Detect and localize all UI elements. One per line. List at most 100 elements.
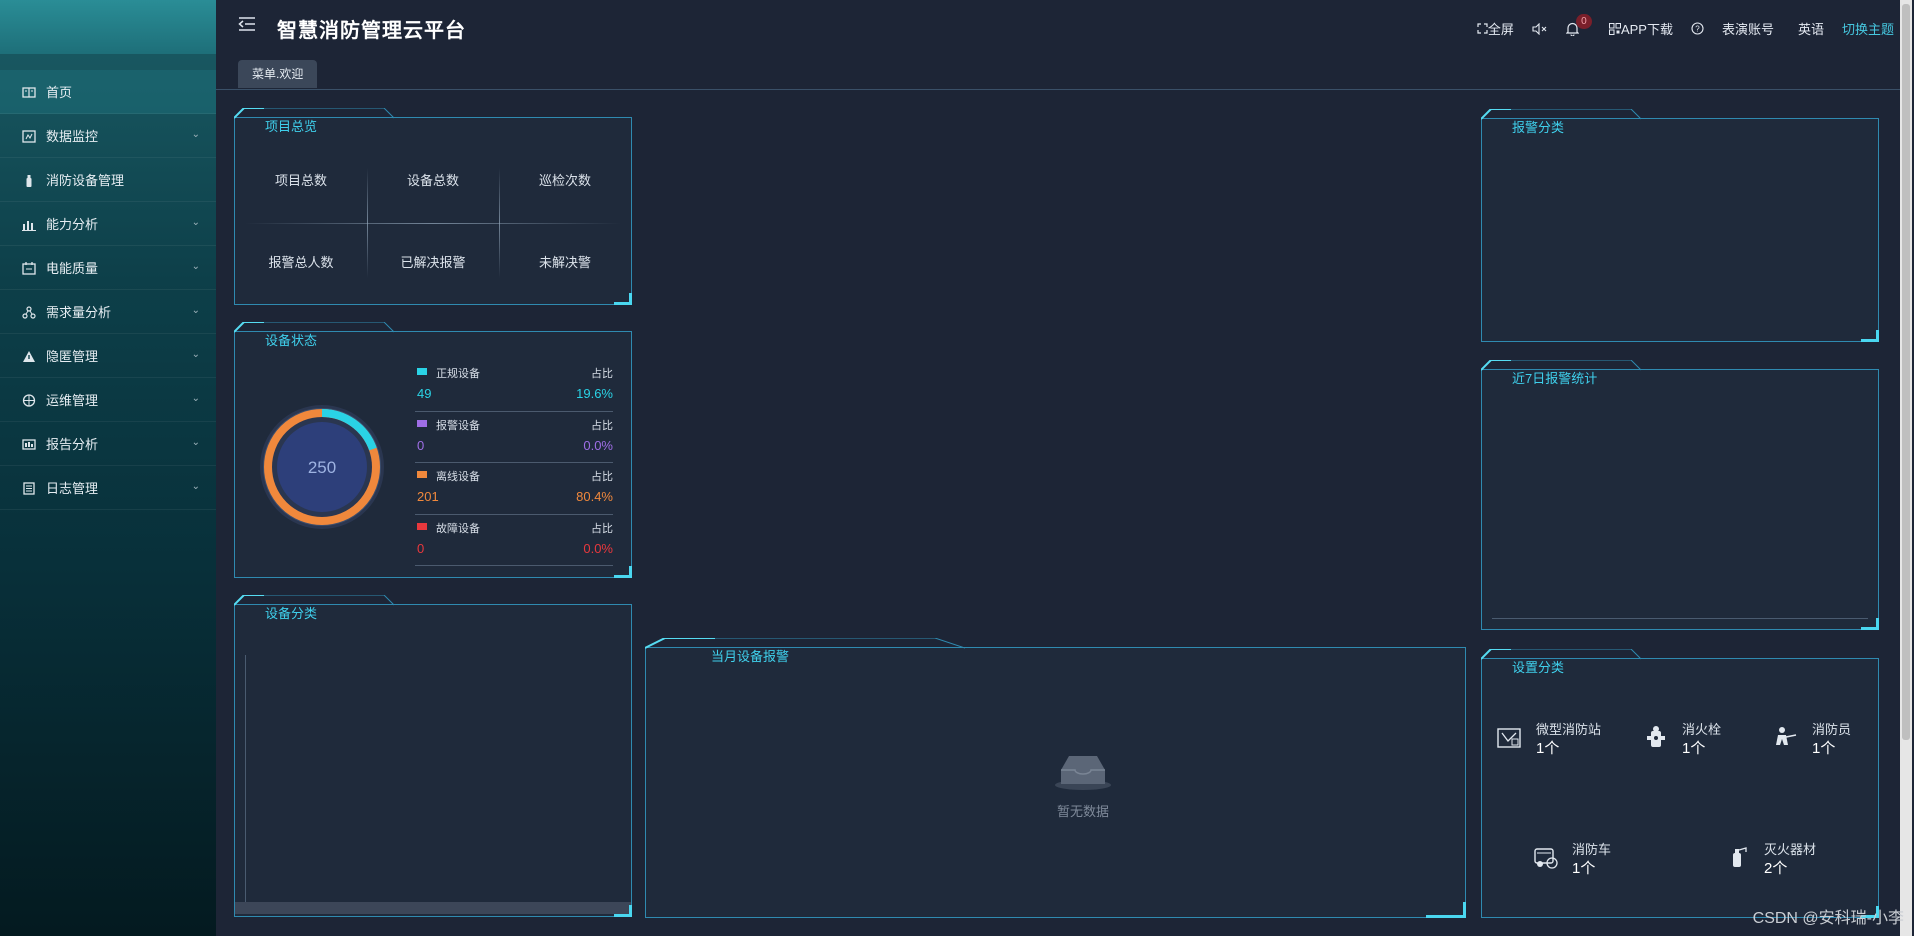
settings-item-fire-station: 微型消防站 1个 <box>1496 715 1636 765</box>
switch-theme-button[interactable]: 切换主题 <box>1841 22 1894 37</box>
chevron-down-icon: ⌄ <box>191 261 200 272</box>
settings-item-label: 消防员 <box>1812 722 1852 737</box>
empty-text: 暂无数据 <box>1056 804 1109 819</box>
sidebar-item-data-monitor[interactable]: 数据监控 ⌄ <box>0 114 216 158</box>
settings-item-label: 消火栓 <box>1682 722 1722 737</box>
device-status-percent: 0.0% <box>583 540 613 556</box>
settings-item-extinguisher: 灭火器材 2个 <box>1724 835 1864 885</box>
mute-button[interactable] <box>1532 22 1548 35</box>
device-status-name: 正规设备 <box>436 368 480 380</box>
sidebar-item-label: 数据监控 <box>46 129 99 144</box>
sidebar-item-fire-equipment[interactable]: 消防设备管理 <box>0 158 216 202</box>
help-button[interactable]: ? <box>1691 22 1704 35</box>
app-download-label: APP下载 <box>1620 22 1673 37</box>
ratio-label: 占比 <box>591 419 613 432</box>
network-icon <box>22 305 36 319</box>
settings-item-fire-truck: 消防车 1个 <box>1532 835 1672 885</box>
sidebar-item-demand-analysis[interactable]: 需求量分析 ⌄ <box>0 290 216 334</box>
sidebar-item-label: 首页 <box>46 85 73 100</box>
tab-bar: 菜单.欢迎 <box>216 56 1900 90</box>
sidebar: 首页 数据监控 ⌄ 消防设备管理 能力分析 ⌄ 电能质量 ⌄ 需求量分析 ⌄ <box>0 0 216 936</box>
settings-item-value: 1个 <box>1572 860 1596 877</box>
bell-icon <box>1565 22 1579 36</box>
project-overview-panel: 项目总览 项目总数 设备总数 巡检次数 报警总人数 已解决报警 未解决警 <box>234 108 632 305</box>
empty-state: 暂无数据 <box>1031 752 1135 820</box>
notification-button[interactable]: 0 <box>1565 13 1592 36</box>
device-status-percent: 0.0% <box>583 437 613 453</box>
fullscreen-button[interactable]: 全屏 <box>1477 19 1514 38</box>
device-status-percent: 19.6% <box>576 386 613 401</box>
sidebar-item-ops[interactable]: 运维管理 ⌄ <box>0 378 216 422</box>
list-item: 离线设备 占比 201 80.4% <box>415 463 613 515</box>
alarm-category-panel: 报警分类 <box>1481 109 1879 342</box>
panel-title: 近7日报警统计 <box>1512 371 1598 386</box>
extinguisher-icon <box>1733 847 1747 867</box>
sidebar-item-power-quality[interactable]: 电能质量 ⌄ <box>0 246 216 290</box>
device-status-percent: 80.4% <box>576 489 613 504</box>
monthly-alarm-panel: 当月设备报警 暂无数据 <box>645 638 1466 918</box>
overview-alarm-people: 报警总人数 <box>268 255 334 270</box>
monitor-icon <box>22 129 36 143</box>
chevron-down-icon: ⌄ <box>191 129 200 140</box>
account-button[interactable]: 表演账号 <box>1721 22 1774 37</box>
panel-title: 项目总览 <box>265 119 318 134</box>
device-total-value: 250 <box>308 458 336 477</box>
settings-item-hydrant: 消火栓 1个 <box>1642 715 1782 765</box>
fire-truck-icon <box>1534 848 1558 869</box>
overview-resolved-alarm: 已解决报警 <box>400 255 466 270</box>
corner-decoration <box>1861 618 1879 630</box>
overview-device-total: 设备总数 <box>406 173 459 188</box>
mute-icon <box>1532 22 1547 35</box>
sidebar-item-report-analysis[interactable]: 报告分析 ⌄ <box>0 422 216 466</box>
sidebar-item-label: 日志管理 <box>46 481 99 496</box>
top-header: 智慧消防管理云平台 全屏 0 APP下载 ? 表演账号 英语 切换主题 <box>216 0 1914 56</box>
scrollbar-thumb[interactable] <box>1902 4 1910 740</box>
panel-title: 设置分类 <box>1512 660 1565 675</box>
svg-text:?: ? <box>1695 25 1700 34</box>
help-icon: ? <box>1691 22 1704 35</box>
device-status-count: 49 <box>417 386 432 401</box>
tab-welcome[interactable]: 菜单.欢迎 <box>238 60 318 88</box>
sidebar-item-capability-analysis[interactable]: 能力分析 ⌄ <box>0 202 216 246</box>
page-scrollbar[interactable] <box>1900 0 1912 936</box>
empty-inbox-icon <box>1055 756 1111 790</box>
watermark: CSDN @安科瑞-小李 <box>1752 910 1904 927</box>
panel-title: 报警分类 <box>1512 120 1565 135</box>
notification-badge: 0 <box>1575 13 1592 29</box>
firefighter-icon <box>1776 727 1797 745</box>
chevron-down-icon: ⌄ <box>191 481 200 492</box>
sidebar-item-log-management[interactable]: 日志管理 ⌄ <box>0 466 216 510</box>
cube-icon <box>22 393 36 407</box>
settings-item-value: 1个 <box>1812 740 1836 757</box>
fullscreen-icon <box>1477 23 1488 34</box>
sidebar-item-home[interactable]: 首页 <box>0 70 216 114</box>
language-button[interactable]: 英语 <box>1797 22 1824 37</box>
menu-fold-icon[interactable] <box>238 16 256 32</box>
ratio-label: 占比 <box>591 522 613 535</box>
overview-unresolved-alarm: 未解决警 <box>538 255 591 270</box>
panel-title: 当月设备报警 <box>711 649 790 664</box>
fire-station-icon <box>1497 728 1521 748</box>
device-status-name: 报警设备 <box>436 419 480 432</box>
chevron-down-icon: ⌄ <box>191 393 200 404</box>
sidebar-item-label: 隐匿管理 <box>46 349 99 364</box>
chevron-down-icon: ⌄ <box>191 305 200 316</box>
corner-decoration <box>1861 906 1879 918</box>
app-download-button[interactable]: APP下载 <box>1608 19 1673 38</box>
sidebar-item-label: 报告分析 <box>46 437 99 452</box>
chart-scrollbar[interactable] <box>235 902 631 914</box>
legend-swatch <box>417 522 427 530</box>
corner-decoration <box>614 905 632 917</box>
sidebar-item-label: 电能质量 <box>46 261 99 276</box>
sidebar-item-hidden-danger[interactable]: 隐匿管理 ⌄ <box>0 334 216 378</box>
settings-item-value: 1个 <box>1536 740 1560 757</box>
ratio-label: 占比 <box>591 471 613 483</box>
corner-decoration <box>1426 902 1466 918</box>
settings-item-label: 消防车 <box>1572 842 1612 857</box>
device-status-list: 正规设备 占比 49 19.6% 报警设备 占比 0 0.0% 离线设备 占比 … <box>415 360 613 566</box>
legend-swatch <box>417 419 427 427</box>
sidebar-item-label: 能力分析 <box>46 217 99 232</box>
settings-category-panel: 设置分类 微型消防站 1个 消火栓 1个 消防员 1个 消防车 1个 灭火器材 … <box>1481 649 1879 918</box>
bar-chart-icon <box>22 218 36 231</box>
corner-decoration <box>1861 330 1879 342</box>
